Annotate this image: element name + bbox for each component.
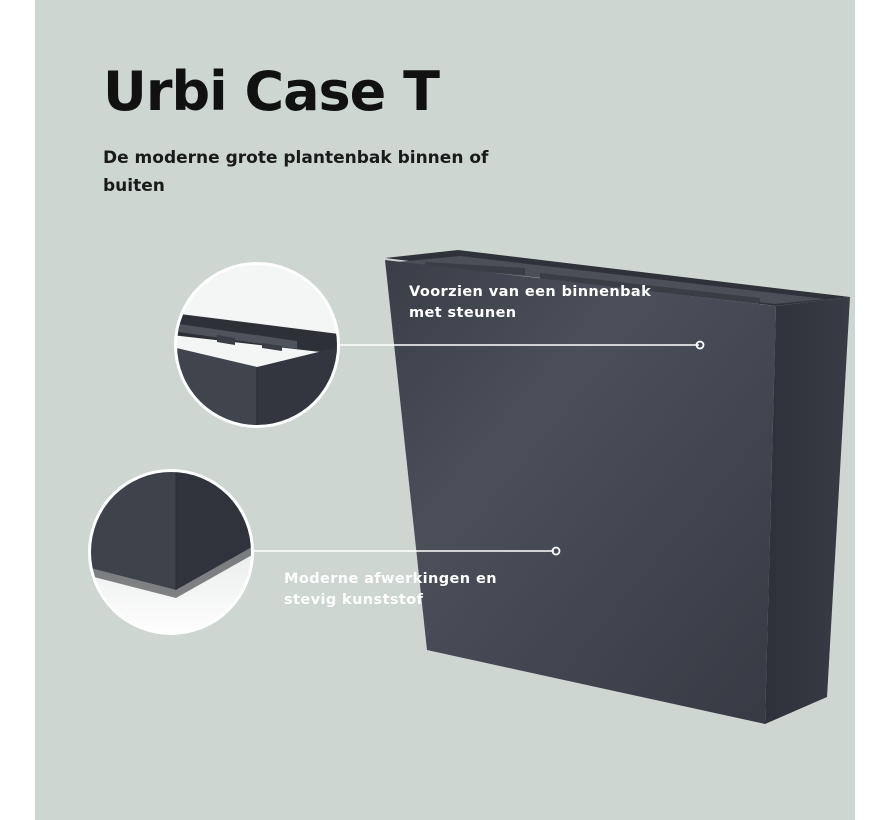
- callout-dot-1: [695, 340, 705, 350]
- product-title: Urbi Case T: [103, 60, 440, 123]
- planter-image: [254, 250, 850, 724]
- zoom-detail-rim: [174, 262, 340, 428]
- callout-dot-2: [551, 546, 561, 556]
- product-banner: Urbi Case T De moderne grote plantenbak …: [35, 0, 855, 820]
- callout-finish: Moderne afwerkingen en stevig kunststof: [284, 571, 497, 608]
- zoom-detail-corner: [88, 469, 254, 635]
- product-subtitle: De moderne grote plantenbak binnen of bu…: [103, 148, 489, 196]
- planter-side: [765, 297, 850, 724]
- planter-front: [385, 260, 776, 724]
- callout-inner-tray: Voorzien van een binnenbak met steunen: [409, 284, 652, 321]
